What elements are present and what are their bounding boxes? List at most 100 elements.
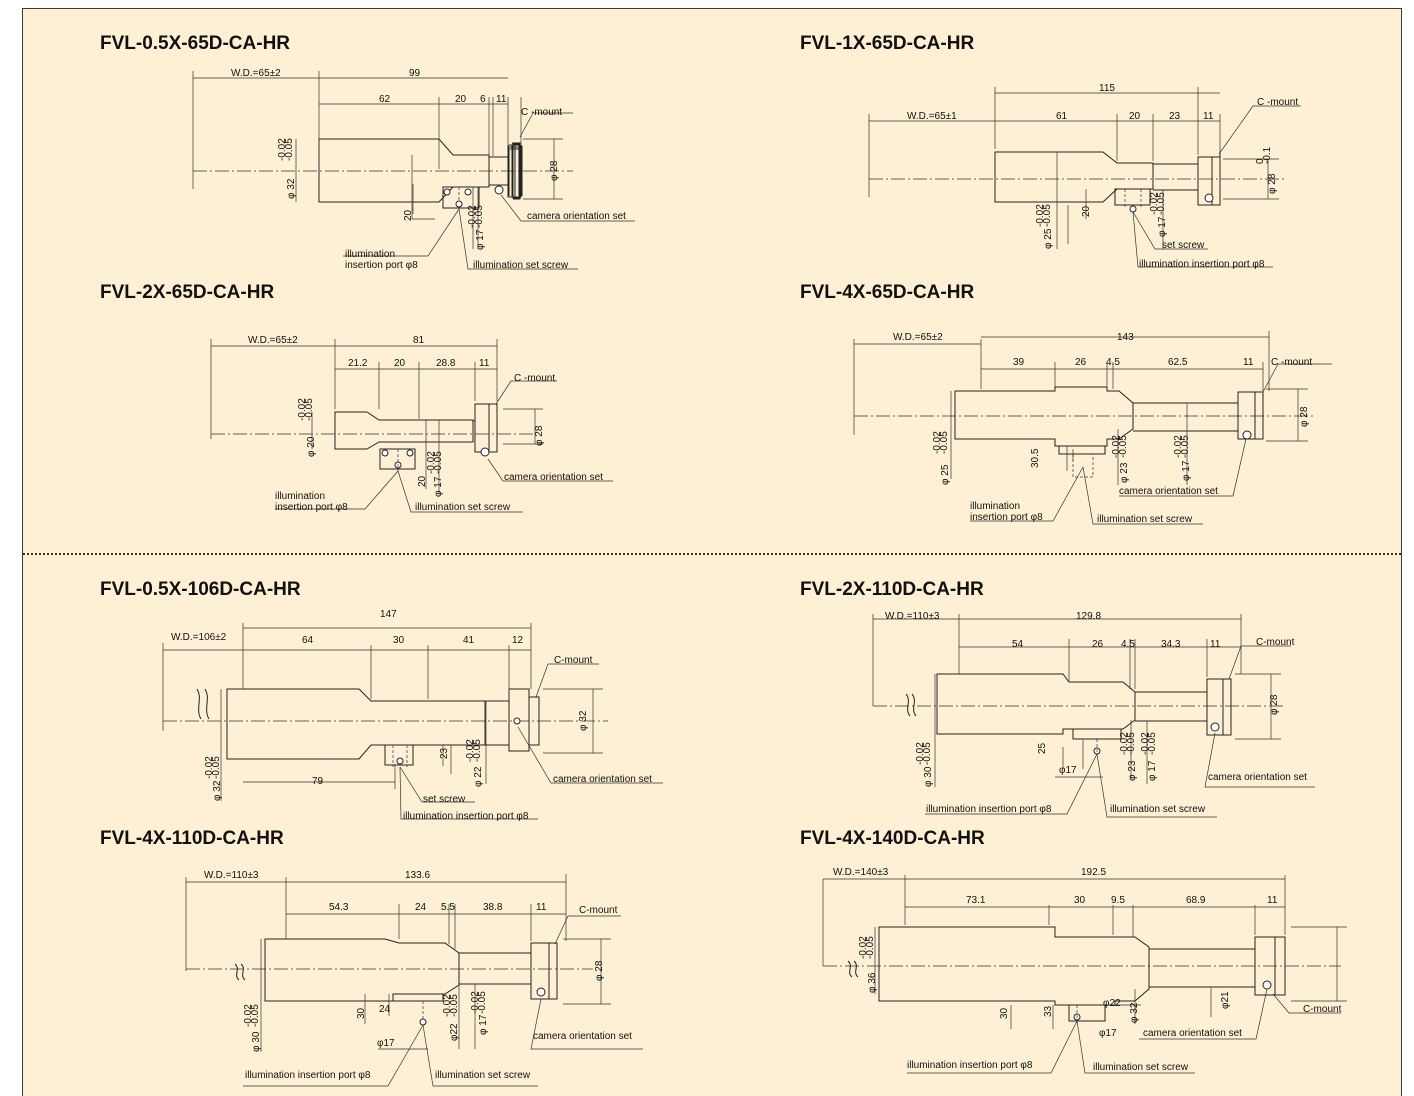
svg-text:C -mount: C -mount bbox=[1257, 97, 1298, 108]
svg-text:129.8: 129.8 bbox=[1076, 611, 1101, 622]
svg-text:0: 0 bbox=[1255, 158, 1266, 164]
svg-text:φ 32: φ 32 bbox=[578, 710, 589, 731]
svg-text:99: 99 bbox=[409, 68, 421, 79]
svg-text:33: 33 bbox=[1043, 1005, 1054, 1017]
svg-text:23: 23 bbox=[1169, 111, 1181, 122]
svg-text:camera orientation set: camera orientation set bbox=[553, 774, 652, 785]
svg-text:-0.05: -0.05 bbox=[474, 205, 485, 228]
svg-text:-0.05: -0.05 bbox=[939, 431, 950, 454]
drawing-title: FVL-2X-65D-CA-HR bbox=[100, 282, 275, 303]
svg-text:φ 30: φ 30 bbox=[923, 766, 934, 787]
svg-text:12: 12 bbox=[512, 635, 524, 646]
svg-text:φ 17: φ 17 bbox=[475, 229, 486, 250]
svg-text:11: 11 bbox=[1243, 357, 1254, 368]
lens-drawing-fvl-1x-65d: W.D.=65±1 115 61 20 23 11 C -mount set s… bbox=[868, 83, 1301, 270]
svg-text:illumination set screw: illumination set screw bbox=[473, 260, 569, 271]
svg-text:φ 28: φ 28 bbox=[1299, 406, 1310, 427]
svg-text:camera orientation set: camera orientation set bbox=[504, 472, 603, 483]
svg-text:-0.02: -0.02 bbox=[1035, 204, 1046, 227]
svg-text:W.D.=65±1: W.D.=65±1 bbox=[907, 111, 957, 122]
svg-text:4.5: 4.5 bbox=[1106, 357, 1120, 368]
svg-text:54: 54 bbox=[1012, 639, 1024, 650]
svg-text:-0.02: -0.02 bbox=[932, 431, 943, 454]
svg-text:30: 30 bbox=[393, 635, 405, 646]
svg-text:-0.05: -0.05 bbox=[211, 756, 222, 779]
svg-text:24: 24 bbox=[415, 902, 427, 913]
svg-text:W.D.=110±3: W.D.=110±3 bbox=[204, 870, 259, 881]
svg-text:20: 20 bbox=[455, 94, 467, 105]
svg-text:φ 28: φ 28 bbox=[549, 160, 560, 181]
svg-text:camera orientation set: camera orientation set bbox=[527, 211, 626, 222]
svg-text:illumination set screw: illumination set screw bbox=[1093, 1062, 1189, 1073]
svg-text:26: 26 bbox=[1075, 357, 1087, 368]
svg-text:34.3: 34.3 bbox=[1161, 639, 1181, 650]
svg-text:24: 24 bbox=[379, 1004, 391, 1015]
svg-text:61: 61 bbox=[1056, 111, 1068, 122]
svg-text:20: 20 bbox=[394, 358, 406, 369]
svg-text:21.2: 21.2 bbox=[348, 358, 368, 369]
svg-text:-0.02: -0.02 bbox=[1119, 732, 1130, 755]
svg-text:C -mount: C -mount bbox=[1271, 357, 1312, 368]
svg-text:φ 32: φ 32 bbox=[1129, 1002, 1140, 1023]
svg-text:11: 11 bbox=[536, 902, 547, 913]
svg-text:φ 23: φ 23 bbox=[1119, 462, 1130, 483]
svg-text:20: 20 bbox=[403, 209, 414, 221]
svg-text:φ 23: φ 23 bbox=[1127, 760, 1138, 781]
svg-text:φ17: φ17 bbox=[377, 1038, 395, 1049]
svg-text:25: 25 bbox=[1037, 742, 1048, 754]
svg-text:φ22: φ22 bbox=[449, 1023, 460, 1041]
svg-text:-0.05: -0.05 bbox=[1118, 435, 1129, 458]
svg-text:illumination insertion port φ8: illumination insertion port φ8 bbox=[245, 1070, 371, 1081]
drawing-sheet: FVL-0.5X-65D-CA-HR FVL-1X-65D-CA-HR FVL-… bbox=[22, 8, 1402, 1096]
svg-text:11: 11 bbox=[1203, 111, 1214, 122]
svg-text:-0.05: -0.05 bbox=[472, 739, 483, 762]
lens-drawing-fvl-4x-140d: W.D.=140±3 192.5 73.1 30 9.5 68.9 11 C-m… bbox=[822, 867, 1347, 1074]
svg-text:-0.02: -0.02 bbox=[1149, 192, 1160, 215]
svg-text:φ22: φ22 bbox=[1103, 998, 1121, 1009]
svg-text:φ 17: φ 17 bbox=[1181, 460, 1192, 481]
svg-text:φ 28: φ 28 bbox=[594, 960, 605, 981]
svg-text:W.D.=110±3: W.D.=110±3 bbox=[885, 611, 940, 622]
svg-text:φ 25: φ 25 bbox=[1043, 228, 1054, 249]
svg-text:-0.02: -0.02 bbox=[243, 1004, 254, 1027]
svg-text:-0.05: -0.05 bbox=[1156, 192, 1167, 215]
svg-text:-0.05: -0.05 bbox=[1180, 435, 1191, 458]
svg-text:30: 30 bbox=[999, 1007, 1010, 1019]
svg-text:-0.05: -0.05 bbox=[477, 991, 488, 1014]
svg-text:-0.02: -0.02 bbox=[467, 205, 478, 228]
lens-drawing-fvl-2x-110d: W.D.=110±3 129.8 54 26 4.5 34.3 11 C-mou… bbox=[872, 611, 1315, 818]
svg-text:143: 143 bbox=[1117, 332, 1134, 343]
svg-text:-0.05: -0.05 bbox=[449, 994, 460, 1017]
svg-text:68.9: 68.9 bbox=[1186, 895, 1206, 906]
svg-text:illumination insertion port φ8: illumination insertion port φ8 bbox=[907, 1060, 1033, 1071]
svg-text:-0.05: -0.05 bbox=[284, 138, 295, 161]
svg-text:φ 30: φ 30 bbox=[251, 1031, 262, 1052]
svg-text:φ 17: φ 17 bbox=[1157, 216, 1168, 237]
svg-text:64: 64 bbox=[302, 635, 314, 646]
svg-text:26: 26 bbox=[1092, 639, 1104, 650]
svg-text:-0.02: -0.02 bbox=[1173, 435, 1184, 458]
svg-text:-0.05: -0.05 bbox=[250, 1004, 261, 1027]
svg-text:illumination: illumination bbox=[275, 491, 325, 502]
svg-text:11: 11 bbox=[496, 94, 507, 105]
svg-text:41: 41 bbox=[463, 635, 475, 646]
svg-text:-0.02: -0.02 bbox=[297, 398, 308, 421]
svg-text:φ 32: φ 32 bbox=[212, 780, 223, 801]
svg-text:-0.05: -0.05 bbox=[1147, 732, 1158, 755]
drawing-title: FVL-0.5X-106D-CA-HR bbox=[100, 579, 301, 600]
svg-text:30: 30 bbox=[356, 1007, 367, 1019]
svg-text:φ 36: φ 36 bbox=[867, 972, 878, 993]
svg-text:W.D.=65±2: W.D.=65±2 bbox=[248, 335, 298, 346]
lens-drawing-fvl-2x-65d: W.D.=65±2 81 21.2 20 28.8 11 C -mount ca… bbox=[210, 335, 613, 513]
svg-text:φ 17: φ 17 bbox=[1147, 760, 1158, 781]
svg-text:illumination set screw: illumination set screw bbox=[1110, 804, 1206, 815]
svg-text:38.8: 38.8 bbox=[483, 902, 503, 913]
svg-text:-0.02: -0.02 bbox=[858, 936, 869, 959]
svg-text:W.D.=65±2: W.D.=65±2 bbox=[231, 68, 281, 79]
svg-text:camera orientation set: camera orientation set bbox=[1119, 486, 1218, 497]
svg-text:camera orientation set: camera orientation set bbox=[533, 1031, 632, 1042]
svg-text:30.5: 30.5 bbox=[1030, 448, 1041, 468]
svg-text:73.1: 73.1 bbox=[966, 895, 986, 906]
svg-text:20: 20 bbox=[1081, 205, 1092, 217]
svg-text:φ 28: φ 28 bbox=[534, 425, 545, 446]
